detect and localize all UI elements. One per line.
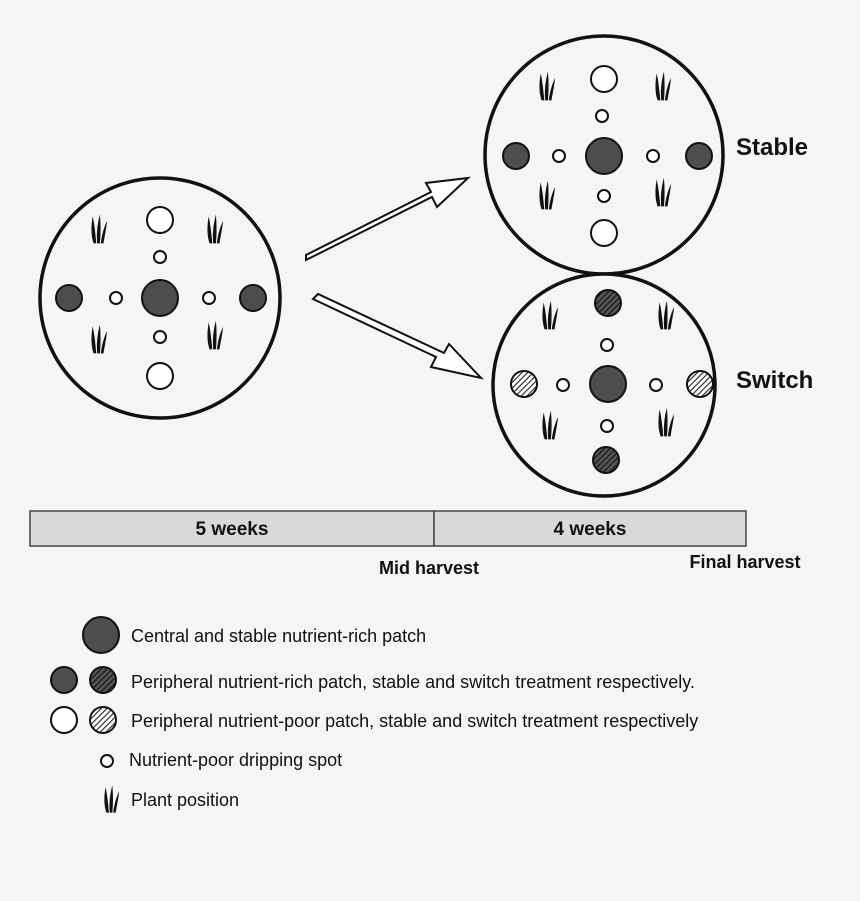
switch-label: Switch	[736, 367, 813, 394]
timeline: 5 weeks 4 weeks Mid harvest Final harves…	[29, 510, 801, 578]
dripping-spot	[595, 109, 609, 123]
central-rich-patch	[585, 137, 623, 175]
dripping-spot	[600, 419, 614, 433]
legend-plant-text: Plant position	[131, 790, 239, 810]
switch-dish	[491, 272, 717, 498]
legend-plant-icon	[104, 785, 120, 813]
peripheral-poor-patch	[590, 219, 618, 247]
legend-poor-switch-icon	[89, 706, 117, 734]
arrow-icon	[311, 292, 484, 380]
dripping-spot	[109, 291, 123, 305]
peripheral-rich-patch	[239, 284, 267, 312]
peripheral-rich-patch	[685, 142, 713, 170]
dripping-spot	[556, 378, 570, 392]
peripheral-poor-patch-switch	[686, 370, 714, 398]
peripheral-poor-patch	[590, 65, 618, 93]
arrow-icon	[305, 176, 471, 262]
central-rich-patch	[589, 365, 627, 403]
legend-dripping-icon	[100, 754, 114, 768]
peripheral-rich-patch	[502, 142, 530, 170]
stable-label: Stable	[736, 134, 808, 161]
final-harvest-label: Final harvest	[689, 552, 800, 572]
legend-peripheral-rich-text: Peripheral nutrient-rich patch, stable a…	[131, 672, 695, 692]
mid-harvest-label: Mid harvest	[379, 558, 479, 578]
legend-central-text: Central and stable nutrient-rich patch	[131, 626, 426, 646]
timeline-phase1-label: 5 weeks	[196, 519, 269, 540]
dripping-spot	[649, 378, 663, 392]
peripheral-rich-patch	[55, 284, 83, 312]
timeline-phase2-bar	[433, 510, 747, 547]
legend-dripping-text: Nutrient-poor dripping spot	[129, 750, 342, 770]
peripheral-poor-patch	[146, 206, 174, 234]
dripping-spot	[646, 149, 660, 163]
dripping-spot	[153, 250, 167, 264]
dripping-spot	[202, 291, 216, 305]
legend-poor-stable-icon	[50, 706, 78, 734]
legend-rich-switch-icon	[89, 666, 117, 694]
legend-rich-stable-icon	[50, 666, 78, 694]
peripheral-rich-patch-switch	[594, 289, 622, 317]
central-rich-patch	[141, 279, 179, 317]
peripheral-poor-patch-switch	[510, 370, 538, 398]
stable-dish	[483, 34, 725, 276]
initial-dish	[38, 176, 282, 420]
dripping-spot	[552, 149, 566, 163]
dripping-spot	[597, 189, 611, 203]
peripheral-rich-patch-switch	[592, 446, 620, 474]
legend: Central and stable nutrient-rich patch P…	[50, 616, 698, 813]
legend-peripheral-poor-text: Peripheral nutrient-poor patch, stable a…	[131, 711, 698, 731]
peripheral-poor-patch	[146, 362, 174, 390]
legend-central-icon	[82, 616, 120, 654]
timeline-phase2-label: 4 weeks	[554, 519, 627, 540]
dripping-spot	[153, 330, 167, 344]
dripping-spot	[600, 338, 614, 352]
